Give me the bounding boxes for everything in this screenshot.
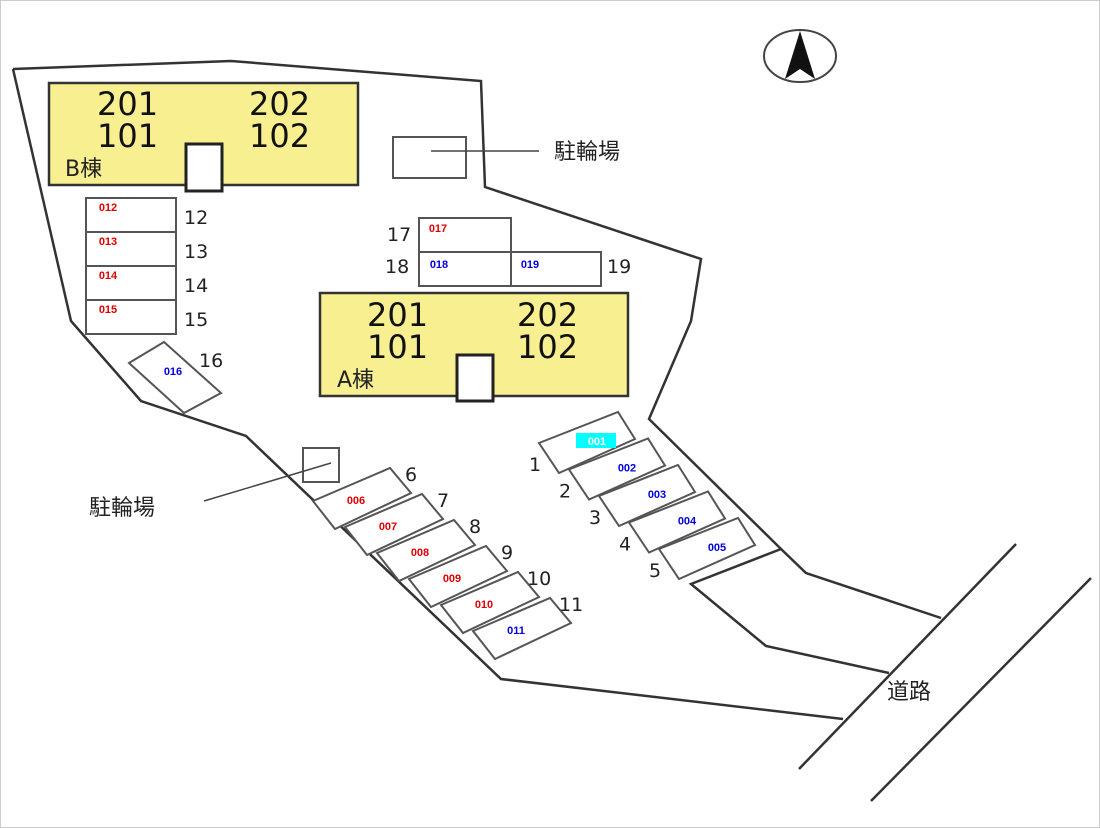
space-outline[interactable] <box>311 466 413 531</box>
space-outline[interactable] <box>627 490 727 554</box>
space-outline[interactable] <box>567 437 667 501</box>
unit-number: 201 <box>367 296 428 334</box>
bike-parking-north: 駐輪場 <box>392 136 620 179</box>
space-code[interactable]: 016 <box>164 366 182 378</box>
parking-space-5[interactable]: 005 5 <box>649 516 757 582</box>
space-number: 6 <box>405 464 417 486</box>
parking-space-6[interactable]: 006 6 <box>311 464 417 531</box>
space-number: 3 <box>589 507 601 529</box>
building-b-label: B棟 <box>65 157 102 182</box>
space-number: 11 <box>559 594 583 616</box>
space-code[interactable]: 001 <box>588 436 606 448</box>
space-number: 13 <box>184 241 208 263</box>
parking-space-19[interactable]: 019 19 <box>510 251 631 287</box>
space-outline[interactable] <box>471 596 573 661</box>
parking-space-17[interactable]: 017 17 <box>387 217 512 253</box>
space-outline[interactable] <box>510 251 602 287</box>
road-edge <box>798 543 1017 770</box>
space-code[interactable]: 003 <box>648 489 666 501</box>
space-outline[interactable] <box>657 516 757 581</box>
space-code[interactable]: 010 <box>475 599 493 611</box>
building-b: 201 202 101 102 B棟 <box>47 81 360 193</box>
space-number: 10 <box>527 568 551 590</box>
space-code[interactable]: 017 <box>429 223 447 235</box>
parking-space-4[interactable]: 004 4 <box>619 490 727 556</box>
parking-space-12[interactable]: 012 12 <box>85 197 208 233</box>
parking-space-18[interactable]: 018 18 <box>385 251 512 287</box>
space-code[interactable]: 009 <box>443 573 461 585</box>
space-code[interactable]: 011 <box>507 625 525 637</box>
unit-number: 201 <box>97 85 158 123</box>
parking-space-10[interactable]: 010 10 <box>439 568 551 635</box>
space-number: 8 <box>469 516 481 538</box>
unit-number: 202 <box>517 296 578 334</box>
parking-space-7[interactable]: 007 7 <box>343 490 449 557</box>
site-boundary <box>12 59 942 620</box>
space-outline[interactable] <box>127 340 223 415</box>
parking-space-11[interactable]: 011 11 <box>471 594 583 661</box>
site-boundary-lower <box>11 68 844 721</box>
space-outline[interactable] <box>597 463 697 528</box>
space-code[interactable]: 013 <box>99 236 117 248</box>
parking-space-1[interactable]: 001 1 <box>529 410 637 476</box>
space-number: 14 <box>184 275 208 297</box>
space-number: 15 <box>184 309 208 331</box>
space-number: 16 <box>199 350 223 372</box>
parking-space-14[interactable]: 014 14 <box>85 265 208 301</box>
building-a: 201 202 101 102 A棟 <box>318 291 630 403</box>
space-outline[interactable] <box>343 492 445 557</box>
parking-space-8[interactable]: 008 8 <box>375 516 481 583</box>
space-code[interactable]: 005 <box>708 542 726 554</box>
space-number: 18 <box>385 256 409 278</box>
space-number: 1 <box>529 454 541 476</box>
unit-number: 202 <box>249 85 310 123</box>
space-number: 7 <box>437 490 449 512</box>
parking-space-2[interactable]: 002 2 <box>559 437 667 503</box>
space-outline[interactable] <box>439 570 541 635</box>
space-code[interactable]: 004 <box>678 516 697 528</box>
bike-parking-south: 駐輪場 <box>89 447 340 521</box>
road-edge <box>870 577 1092 802</box>
unit-number: 101 <box>367 328 428 366</box>
space-code[interactable]: 018 <box>430 259 448 271</box>
space-outline[interactable] <box>85 299 177 335</box>
space-outline[interactable] <box>407 544 509 609</box>
road-label: 道路 <box>887 680 931 705</box>
unit-number: 102 <box>249 117 310 155</box>
space-code[interactable]: 008 <box>411 547 429 559</box>
parking-space-15[interactable]: 015 15 <box>85 299 208 335</box>
unit-number: 駐輪場 <box>554 140 620 165</box>
space-number: 19 <box>607 256 631 278</box>
parking-space-16[interactable]: 016 16 <box>127 340 223 415</box>
unit-number: 102 <box>517 328 578 366</box>
space-number: 2 <box>559 481 571 503</box>
space-code[interactable]: 019 <box>521 259 539 271</box>
driveway <box>688 547 890 675</box>
parking-space-3[interactable]: 003 3 <box>589 463 697 529</box>
parking-space-13[interactable]: 013 13 <box>85 231 208 267</box>
space-code[interactable]: 006 <box>347 495 365 507</box>
parking-space-9[interactable]: 009 9 <box>407 542 513 609</box>
space-number: 5 <box>649 560 661 582</box>
space-code[interactable]: 012 <box>99 202 117 214</box>
entrance <box>455 353 495 403</box>
selected-highlight <box>576 433 616 448</box>
building-a-label: A棟 <box>337 368 374 393</box>
space-code[interactable]: 014 <box>99 270 118 282</box>
space-code[interactable]: 015 <box>99 304 117 316</box>
space-code[interactable]: 007 <box>379 521 397 533</box>
unit-number: 101 <box>97 117 158 155</box>
space-number: 9 <box>501 542 513 564</box>
space-outline[interactable] <box>375 518 477 583</box>
entrance <box>184 142 224 193</box>
space-number: 4 <box>619 534 631 556</box>
north-arrow-icon <box>763 29 837 83</box>
unit-number: 駐輪場 <box>89 496 155 521</box>
space-number: 12 <box>184 207 208 229</box>
space-number: 17 <box>387 224 411 246</box>
space-code[interactable]: 002 <box>618 463 636 475</box>
